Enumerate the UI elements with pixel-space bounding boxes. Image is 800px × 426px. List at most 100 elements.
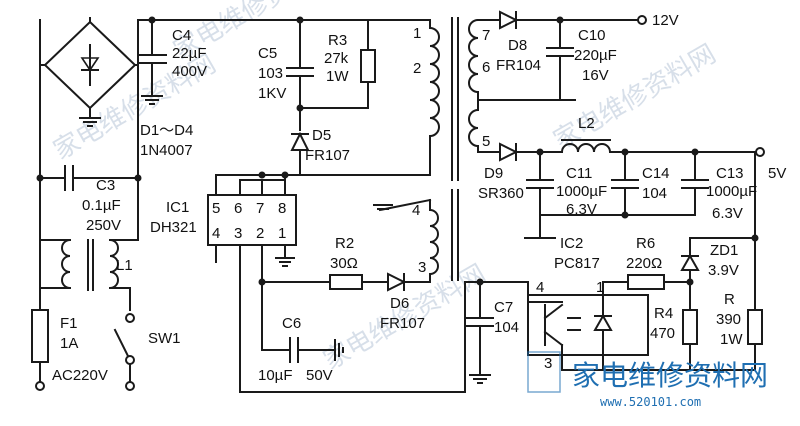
capacitor-c4 (137, 19, 167, 105)
ic2-pin-1: 1 (596, 279, 604, 296)
r4-value: 470 (650, 325, 675, 342)
d5-label: D5 (312, 127, 331, 144)
ic1-pin-7: 7 (256, 200, 264, 217)
out-12v-label: 12V (652, 12, 679, 29)
d1d4-type: 1N4007 (140, 142, 193, 159)
c5-voltage: 1KV (258, 85, 286, 102)
aux-winding (261, 198, 439, 292)
ic1-part: DH321 (150, 219, 197, 236)
c10-label: C10 (578, 27, 606, 44)
c13-voltage: 6.3V (712, 205, 743, 222)
c14-value: 104 (642, 185, 667, 202)
ac-input-label: AC220V (52, 367, 108, 384)
d6-type: FR107 (380, 315, 425, 332)
r-label: R (724, 291, 735, 308)
c10-value: 220µF (574, 47, 617, 64)
ic1-pin-2: 2 (256, 225, 264, 242)
r2-value: 30Ω (330, 255, 358, 272)
f1-value: 1A (60, 335, 78, 352)
ic2-pin-4: 4 (536, 279, 544, 296)
ic2-pin-3: 3 (544, 355, 552, 372)
r-value: 390 (716, 311, 741, 328)
r4-label: R4 (654, 305, 673, 322)
c13-value: 1000µF (706, 183, 757, 200)
tr-pin-1: 1 (413, 25, 421, 42)
d8-label: D8 (508, 37, 527, 54)
bridge-rectifier (43, 20, 137, 127)
tr-pin-4: 4 (412, 202, 420, 219)
tr-pin-5: 5 (482, 133, 490, 150)
d6-label: D6 (390, 295, 409, 312)
r6-value: 220Ω (626, 255, 662, 272)
fuse-f1 (31, 287, 49, 391)
d9-type: SR360 (478, 185, 524, 202)
rail-12v (499, 10, 647, 101)
r-power: 1W (720, 331, 743, 348)
ic2-label: IC2 (560, 235, 583, 252)
r2-label: R2 (335, 235, 354, 252)
c6-voltage: 50V (306, 367, 333, 384)
r3-value: 27k (324, 50, 349, 67)
logo-text: 家电维修资料网 (572, 359, 768, 392)
r6-label: R6 (636, 235, 655, 252)
c3-voltage: 250V (86, 217, 121, 234)
tr-pin-3: 3 (418, 259, 426, 276)
c11-label: C11 (566, 165, 592, 182)
ic1-pin-8: 8 (278, 200, 286, 217)
snubber-c5-r3 (286, 19, 376, 176)
c4-label: C4 (172, 27, 191, 44)
sw1-label: SW1 (148, 330, 181, 347)
tr-pin-7: 7 (482, 27, 490, 44)
ic2-part: PC817 (554, 255, 600, 272)
site-logo: 家电维修资料网 www.520101.com (527, 351, 768, 409)
c11-voltage: 6.3V (566, 201, 597, 218)
c5-label: C5 (258, 45, 277, 62)
d8-type: FR104 (496, 57, 541, 74)
ic2-optocoupler (527, 281, 691, 371)
d5-type: FR107 (305, 147, 350, 164)
tr-pin-6: 6 (482, 59, 490, 76)
r3-power: 1W (326, 68, 349, 85)
ic1-pin-5: 5 (212, 200, 220, 217)
ic1-pin-3: 3 (234, 225, 242, 242)
c7-value: 104 (494, 319, 519, 336)
d1d4-label: D1～D4 (140, 122, 193, 139)
l1-label: L1 (116, 257, 133, 274)
capacitor-c6 (261, 337, 344, 363)
d9-label: D9 (484, 165, 503, 182)
choke-l1 (39, 177, 139, 311)
r3-label: R3 (328, 32, 347, 49)
zd1-label: ZD1 (710, 242, 738, 259)
ic1-pin-6: 6 (234, 200, 242, 217)
capacitor-c7 (466, 281, 494, 384)
out-5v-label: 5V (768, 165, 786, 182)
feedback-r6-zd1 (602, 237, 756, 311)
c7-label: C7 (494, 299, 513, 316)
switch-sw1 (113, 313, 135, 391)
c10-voltage: 16V (582, 67, 609, 84)
c6-label: C6 (282, 315, 301, 332)
c4-voltage: 400V (172, 63, 207, 80)
c14-label: C14 (642, 165, 670, 182)
logo-url: www.520101.com (600, 395, 701, 409)
c13-label: C13 (716, 165, 744, 182)
c4-value: 22µF (172, 45, 207, 62)
c5-value: 103 (258, 65, 283, 82)
c3-value: 0.1µF (82, 197, 121, 214)
zd1-value: 3.9V (708, 262, 739, 279)
ic1-label: IC1 (166, 199, 189, 216)
rail-5v (499, 139, 765, 239)
c3-label: C3 (96, 177, 115, 194)
f1-label: F1 (60, 315, 78, 332)
l2-label: L2 (578, 115, 595, 132)
capacitor-c3 (39, 165, 139, 191)
resistors-r4-r (682, 237, 763, 371)
ic1-pin-4: 4 (212, 225, 220, 242)
tr-pin-2: 2 (413, 60, 421, 77)
ic1-block (207, 174, 301, 393)
ic1-pin-1: 1 (278, 225, 286, 242)
c6-value: 10µF (258, 367, 293, 384)
c11-value: 1000µF (556, 183, 607, 200)
